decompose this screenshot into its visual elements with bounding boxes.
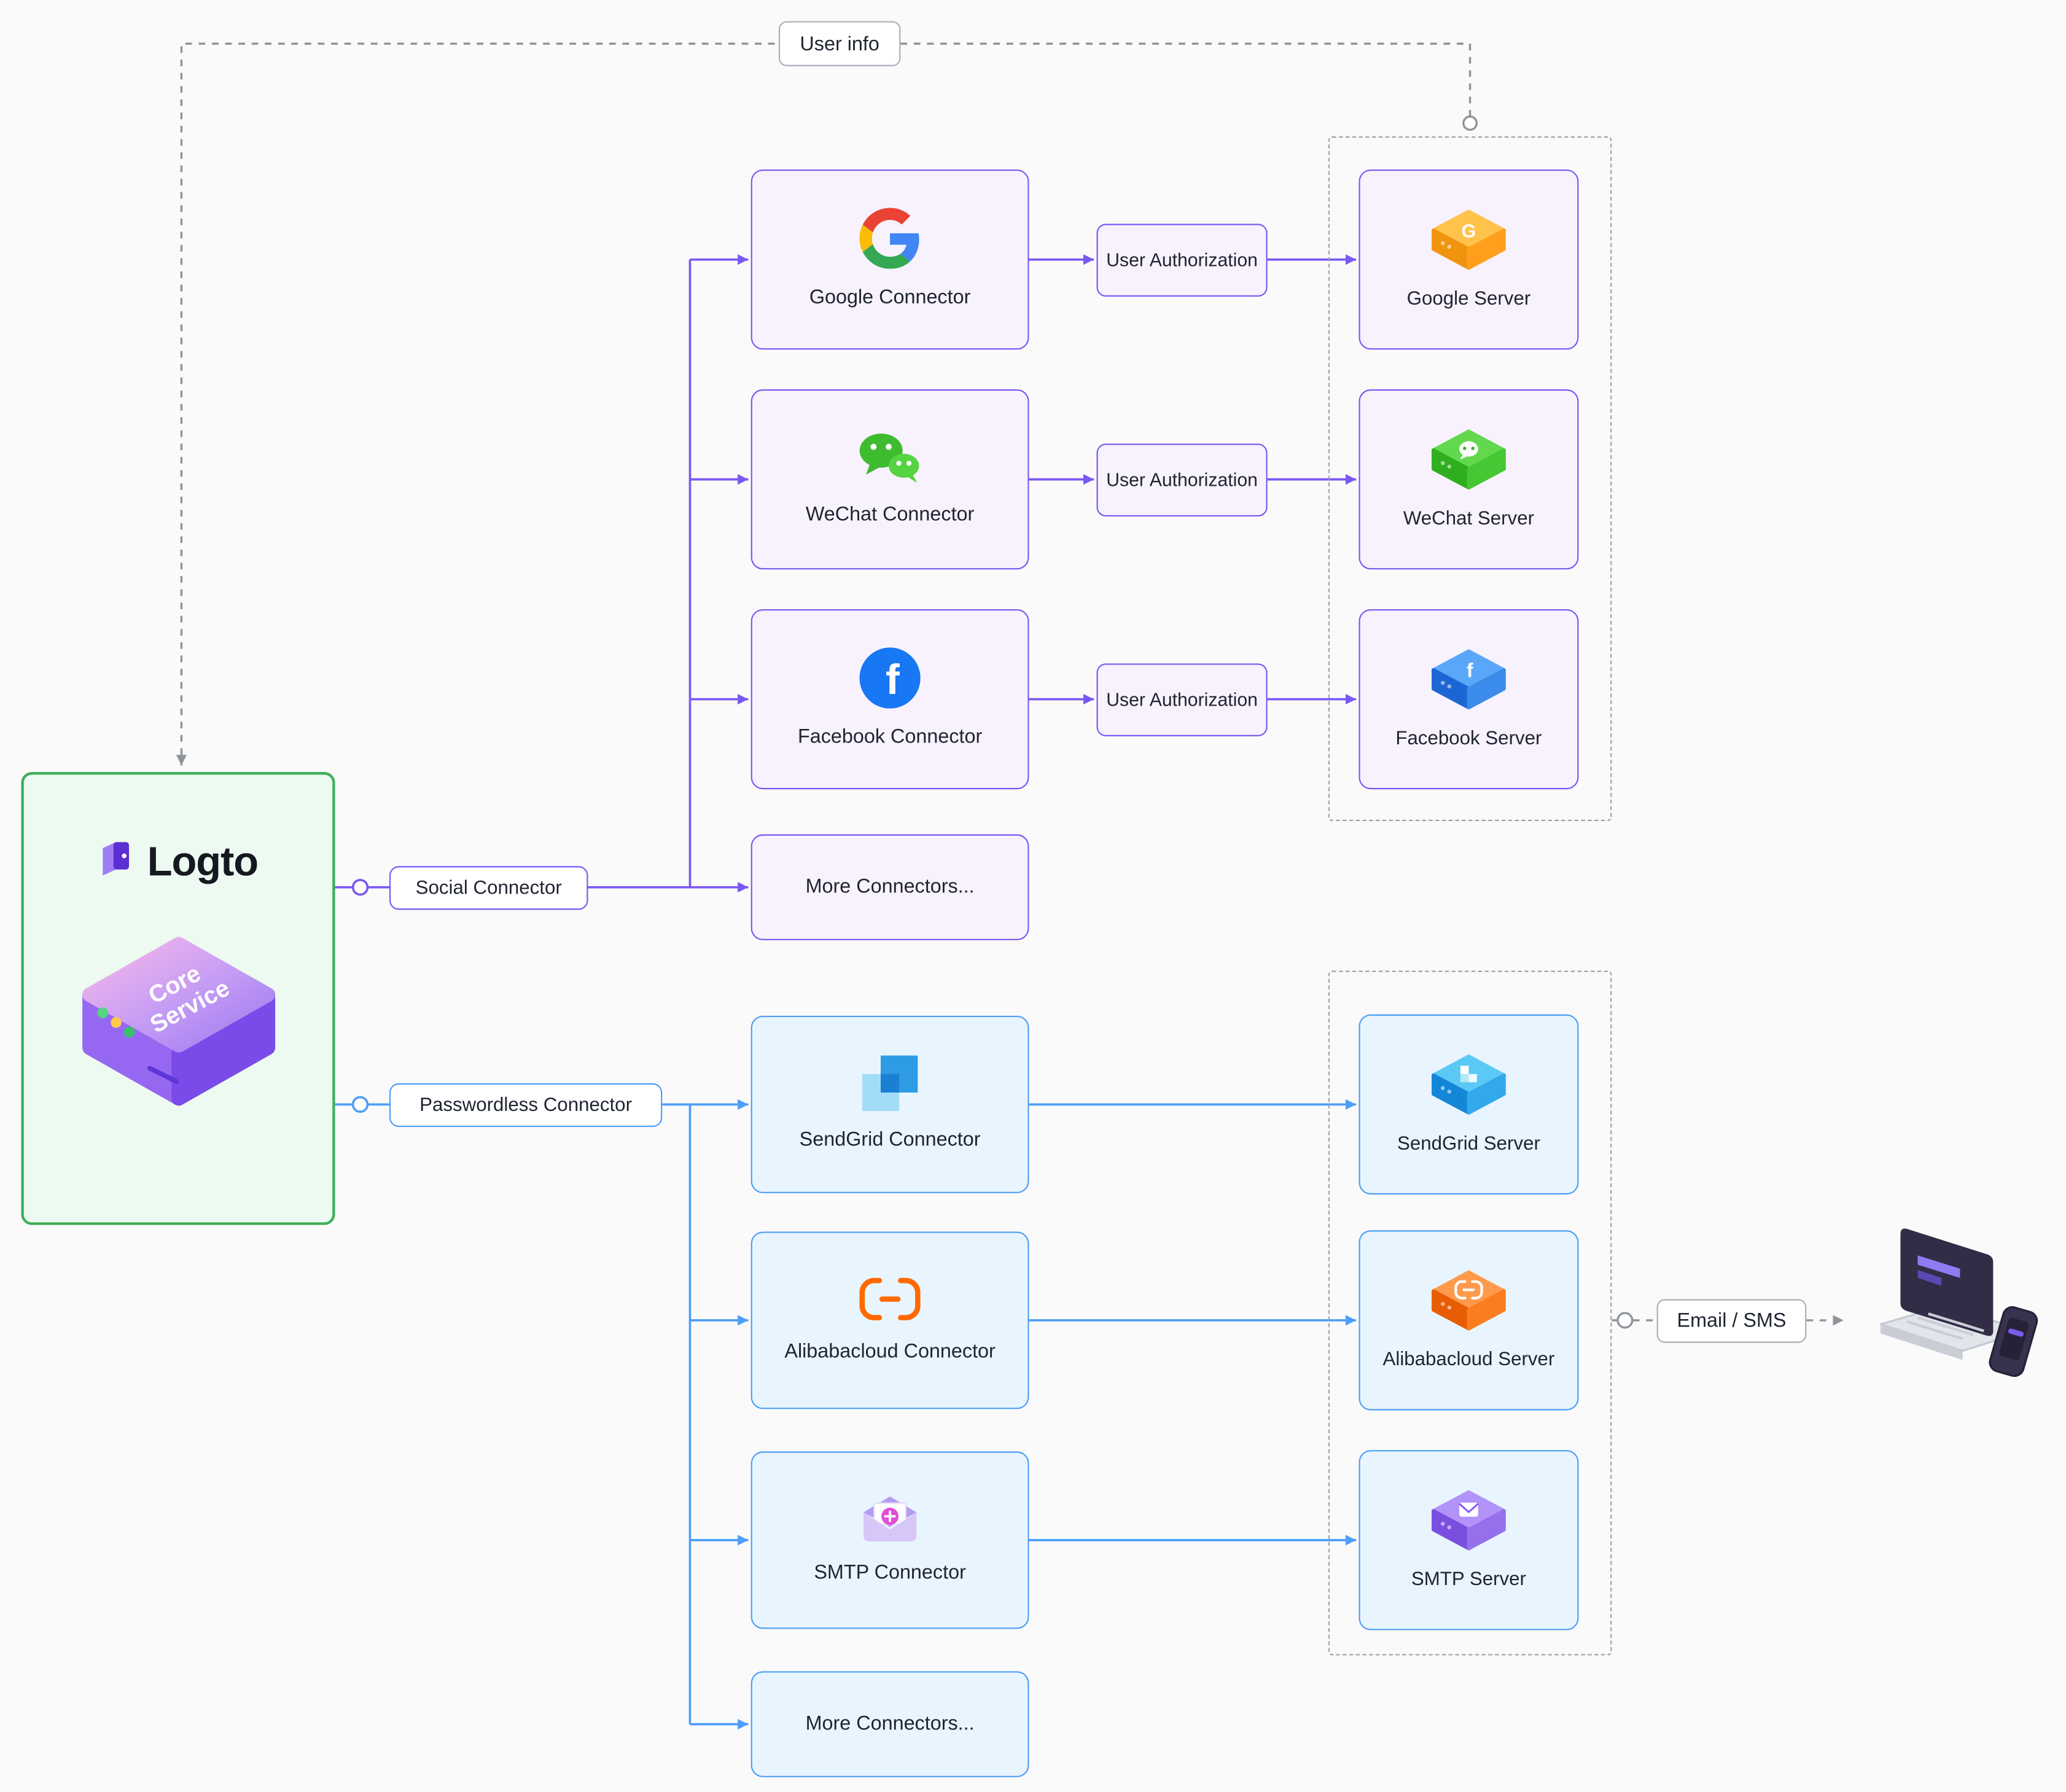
node-label: WeChat Server <box>1403 509 1535 531</box>
node-label: Facebook Connector <box>797 725 983 749</box>
node-label: WeChat Connector <box>805 503 975 526</box>
laptop-phone-illustration <box>1849 1200 2050 1406</box>
user-authorization-box: User Authorization <box>1096 663 1268 736</box>
node-label: Google Connector <box>809 286 971 309</box>
node-label: SendGrid Server <box>1397 1134 1540 1156</box>
node-label: Google Server <box>1406 289 1531 311</box>
logto-core-node: Logto Core Service <box>21 772 335 1225</box>
facebook-icon: f <box>859 647 921 709</box>
google-icon <box>859 208 921 270</box>
google-server-node: G Google Server <box>1358 169 1579 350</box>
smtp-server-icon <box>1426 1488 1511 1554</box>
phone-icon <box>1989 1306 2038 1377</box>
smtp-icon <box>860 1494 921 1545</box>
sendgrid-server-node: SendGrid Server <box>1358 1014 1579 1195</box>
sendgrid-connector-node: SendGrid Connector <box>750 1015 1029 1193</box>
alibabacloud-server-icon <box>1426 1268 1511 1334</box>
google-connector-node: Google Connector <box>750 169 1029 350</box>
google-server-icon: G <box>1426 207 1511 273</box>
node-label: SMTP Server <box>1411 1570 1526 1591</box>
alibabacloud-icon <box>859 1276 921 1323</box>
node-label: Alibabacloud Connector <box>784 1340 996 1363</box>
svg-text:f: f <box>886 656 900 703</box>
user-authorization-box: User Authorization <box>1096 224 1268 297</box>
core-service-icon: Core Service <box>58 925 298 1128</box>
passwordless-connector-pill: Passwordless Connector <box>389 1083 663 1128</box>
user-info-label: User info <box>778 21 901 66</box>
wechat-server-icon <box>1426 427 1511 493</box>
laptop-icon <box>1879 1228 2027 1360</box>
facebook-connector-node: f Facebook Connector <box>750 609 1029 790</box>
node-label: Alibabacloud Server <box>1382 1350 1555 1371</box>
node-label: SMTP Connector <box>814 1561 966 1584</box>
wechat-connector-node: WeChat Connector <box>750 389 1029 570</box>
more-passwordless-connectors-node: More Connectors... <box>750 1671 1029 1777</box>
social-connector-pill: Social Connector <box>389 866 588 910</box>
logto-logo-icon <box>98 838 134 886</box>
wechat-icon <box>857 430 923 486</box>
social-connector-pill-label: Social Connector <box>415 877 562 899</box>
node-label: Facebook Server <box>1395 728 1542 750</box>
passwordless-servers-group <box>1328 970 1612 1656</box>
email-sms-label: Email / SMS <box>1656 1299 1807 1343</box>
facebook-server-node: f Facebook Server <box>1358 609 1579 790</box>
node-label: SendGrid Connector <box>799 1128 981 1151</box>
passwordless-connector-pill-label: Passwordless Connector <box>419 1094 633 1116</box>
alibabacloud-connector-node: Alibabacloud Connector <box>750 1231 1029 1409</box>
sendgrid-server-icon <box>1426 1052 1511 1118</box>
node-label: More Connectors... <box>805 1712 975 1735</box>
svg-text:f: f <box>1467 660 1473 682</box>
facebook-server-icon: f <box>1426 647 1511 713</box>
logto-brand-text: Logto <box>147 838 259 885</box>
logto-brand: Logto <box>98 838 259 886</box>
user-authorization-box: User Authorization <box>1096 443 1268 516</box>
node-label: More Connectors... <box>805 875 975 898</box>
alibabacloud-server-node: Alibabacloud Server <box>1358 1230 1579 1411</box>
sendgrid-icon <box>862 1055 918 1112</box>
more-social-connectors-node: More Connectors... <box>750 834 1029 941</box>
smtp-server-node: SMTP Server <box>1358 1450 1579 1630</box>
svg-text:G: G <box>1462 221 1476 242</box>
smtp-connector-node: SMTP Connector <box>750 1451 1029 1629</box>
social-servers-group <box>1328 136 1612 821</box>
wechat-server-node: WeChat Server <box>1358 389 1579 570</box>
